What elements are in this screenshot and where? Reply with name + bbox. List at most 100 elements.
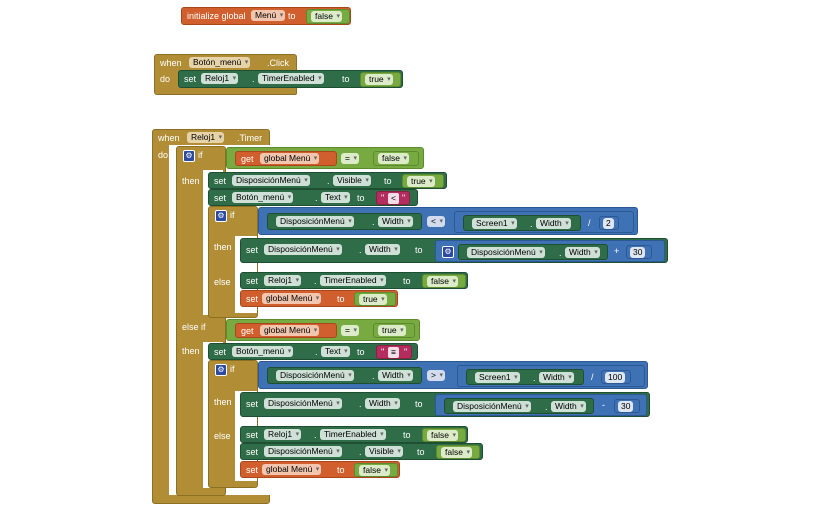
set-text-lt-block[interactable]: set Botón_menú . Text to " < " — [208, 189, 418, 206]
true-block[interactable]: true — [402, 174, 444, 188]
disp-width-getter[interactable]: DisposiciónMenú . Width — [267, 213, 422, 230]
compare-false-block[interactable]: get global Menú = false — [226, 147, 424, 169]
set-width-plus-block[interactable]: set DisposiciónMenú . Width to ⚙ Disposi… — [240, 238, 668, 263]
false-block[interactable]: false — [354, 463, 398, 477]
number-block[interactable]: 2 — [599, 216, 619, 230]
set-timer-false2-block[interactable]: set Reloj1 . TimerEnabled to false — [240, 426, 468, 443]
width-dropdown[interactable]: Width — [551, 401, 586, 412]
width-dropdown[interactable]: Width — [536, 218, 571, 229]
subtract-block[interactable]: DisposiciónMenú . Width - 30 — [435, 394, 647, 416]
false-block[interactable]: false — [436, 445, 480, 459]
set-text-menu-block[interactable]: set Botón_menú . Text to " ≡ " — [208, 343, 418, 360]
global-var-dropdown[interactable]: global Menú — [262, 464, 322, 475]
false-dropdown[interactable]: false — [378, 153, 409, 164]
disp-dropdown[interactable]: DisposiciónMenú — [264, 398, 342, 409]
true-block[interactable]: true — [373, 323, 415, 338]
divide-block[interactable]: Screen1 . Width / 2 — [454, 211, 634, 233]
set-global-true-block[interactable]: set global Menú to true — [240, 290, 398, 307]
gt-operator-dropdown[interactable]: > — [427, 370, 445, 381]
width-dropdown[interactable]: Width — [539, 372, 574, 383]
lt-operator-dropdown[interactable]: < — [427, 216, 445, 227]
true-dropdown[interactable]: true — [378, 325, 406, 336]
add-mutator-gear-icon[interactable]: ⚙ — [442, 246, 454, 258]
width-dropdown[interactable]: Width — [378, 370, 413, 381]
set-component-dropdown[interactable]: Reloj1 — [201, 73, 239, 84]
disp-dropdown[interactable]: DisposiciónMenú — [264, 446, 342, 457]
menu-icon-text[interactable]: ≡ — [388, 347, 399, 358]
disp-dropdown[interactable]: DisposiciónMenú — [264, 244, 342, 255]
false-dropdown[interactable]: false — [427, 276, 458, 287]
screen-dropdown[interactable]: Screen1 — [475, 372, 520, 383]
false-block[interactable]: false — [422, 274, 466, 288]
text-value[interactable]: < — [388, 193, 399, 204]
get-var-dropdown[interactable]: global Menú — [260, 325, 320, 336]
number-value[interactable]: 2 — [603, 218, 614, 229]
true-block[interactable]: true — [360, 72, 401, 87]
text-literal-block[interactable]: " ≡ " — [376, 345, 412, 359]
true-block[interactable]: true — [354, 292, 396, 306]
screen-width-getter[interactable]: Screen1 . Width — [463, 215, 581, 231]
number-value[interactable]: 30 — [630, 247, 646, 258]
false-block[interactable]: false — [422, 428, 466, 442]
set-visible-false-block[interactable]: set DisposiciónMenú . Visible to false — [240, 443, 483, 460]
number-block[interactable]: 30 — [626, 245, 652, 259]
compare-gt-block[interactable]: DisposiciónMenú . Width > Screen1 . Widt… — [258, 361, 648, 389]
disp-width-getter[interactable]: DisposiciónMenú . Width — [444, 398, 594, 414]
width-dropdown[interactable]: Width — [365, 244, 400, 255]
set-timerenabled-block[interactable]: set Reloj1 . TimerEnabled to true — [178, 70, 403, 88]
false-dropdown[interactable]: false — [359, 465, 390, 476]
initialize-global-block[interactable]: initialize global Menú to false — [181, 7, 351, 25]
width-dropdown[interactable]: Width — [365, 398, 400, 409]
compare-true-block[interactable]: get global Menú = true — [226, 319, 420, 341]
get-global-menu-block[interactable]: get global Menú — [235, 323, 337, 338]
divide-block[interactable]: Screen1 . Width / 100 — [457, 365, 645, 387]
init-false-block[interactable]: false — [306, 9, 350, 24]
width-dropdown[interactable]: Width — [378, 216, 413, 227]
set-property-dropdown[interactable]: TimerEnabled — [258, 73, 324, 84]
get-var-dropdown[interactable]: global Menú — [260, 153, 320, 164]
global-var-dropdown[interactable]: global Menú — [262, 293, 322, 304]
get-global-menu-block[interactable]: get global Menú — [235, 151, 337, 166]
nested-if-gear-icon[interactable]: ⚙ — [215, 210, 227, 222]
true-dropdown[interactable]: true — [359, 294, 387, 305]
btn-dropdown[interactable]: Botón_menú — [232, 192, 294, 203]
set-timer-false-block[interactable]: set Reloj1 . TimerEnabled to false — [240, 272, 468, 289]
if-mutator-gear-icon[interactable]: ⚙ — [183, 150, 195, 162]
set-visible-true-block[interactable]: set DisposiciónMenú . Visible to true — [208, 172, 447, 189]
disp-width-getter[interactable]: DisposiciónMenú . Width — [458, 244, 608, 260]
text-literal-block[interactable]: " < " — [376, 191, 410, 205]
set-width-minus-block[interactable]: set DisposiciónMenú . Width to Disposici… — [240, 392, 650, 417]
number-value[interactable]: 30 — [618, 401, 634, 412]
text-dropdown[interactable]: Text — [321, 346, 350, 357]
nested-if2-gear-icon[interactable]: ⚙ — [215, 364, 227, 376]
disp-dropdown[interactable]: DisposiciónMenú — [453, 401, 531, 412]
width-dropdown[interactable]: Width — [565, 247, 600, 258]
disp-dropdown[interactable]: DisposiciónMenú — [276, 216, 354, 227]
false-dropdown[interactable]: false — [427, 430, 458, 441]
text-dropdown[interactable]: Text — [321, 192, 350, 203]
true-dropdown[interactable]: true — [407, 176, 435, 187]
number-block[interactable]: 100 — [601, 370, 631, 384]
btn-dropdown[interactable]: Botón_menú — [232, 346, 294, 357]
number-value[interactable]: 100 — [605, 372, 626, 383]
disp-dropdown[interactable]: DisposiciónMenú — [232, 175, 310, 186]
timer-dropdown[interactable]: TimerEnabled — [320, 429, 386, 440]
click-component-dropdown[interactable]: Botón_menú — [189, 57, 251, 68]
global-name-field[interactable]: Menú — [251, 10, 286, 21]
timer-component-dropdown[interactable]: Reloj1 — [187, 132, 225, 143]
visible-dropdown[interactable]: Visible — [365, 446, 403, 457]
eq-operator-dropdown[interactable]: = — [341, 325, 359, 336]
number-block[interactable]: 30 — [614, 399, 640, 413]
add-block[interactable]: ⚙ DisposiciónMenú . Width + 30 — [435, 240, 665, 262]
disp-dropdown[interactable]: DisposiciónMenú — [467, 247, 545, 258]
eq-operator-dropdown[interactable]: = — [341, 153, 359, 164]
screen-width-getter[interactable]: Screen1 . Width — [466, 369, 584, 385]
true-dropdown[interactable]: true — [365, 74, 393, 85]
screen-dropdown[interactable]: Screen1 — [472, 218, 517, 229]
disp-dropdown[interactable]: DisposiciónMenú — [276, 370, 354, 381]
false-dropdown[interactable]: false — [441, 447, 472, 458]
timer-dropdown[interactable]: TimerEnabled — [320, 275, 386, 286]
false-block[interactable]: false — [373, 151, 419, 166]
init-false-dropdown[interactable]: false — [311, 11, 342, 22]
set-global-false-block[interactable]: set global Menú to false — [240, 461, 400, 478]
